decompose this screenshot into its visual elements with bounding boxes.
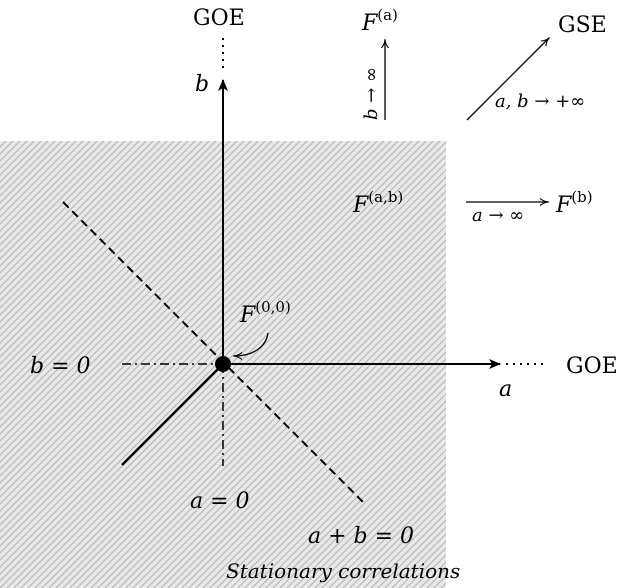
f-00-label: F(0,0) [239, 298, 291, 328]
a-plus-b-eq-0-label: a + b = 0 [308, 524, 414, 549]
goe-right-label: GOE [566, 354, 618, 379]
b-axis-label: b [195, 72, 209, 97]
a-axis-label: a [499, 377, 512, 402]
ab-limit-label: a, b → +∞ [495, 91, 585, 112]
stationary-correlations-label: Stationary correlations [226, 559, 460, 583]
a-eq-0-label: a = 0 [190, 489, 250, 514]
origin-point [215, 356, 231, 372]
a-limit-label: a → ∞ [472, 205, 524, 226]
b-limit-label: b → ∞ [361, 67, 382, 120]
f-ab-label: F(a,b) [352, 188, 403, 218]
a-plus-b-eq-0-line [62, 201, 367, 506]
b-eq-0-label: b = 0 [30, 354, 91, 379]
f-b-label: F(b) [555, 188, 593, 218]
gse-label: GSE [558, 13, 607, 38]
f00-pointer-arrow [234, 332, 269, 356]
goe-top-label: GOE [193, 6, 245, 31]
lower-left-ray [121, 363, 224, 466]
f-a-label: F(a) [361, 6, 398, 36]
ab-limit-arrow [466, 38, 549, 121]
